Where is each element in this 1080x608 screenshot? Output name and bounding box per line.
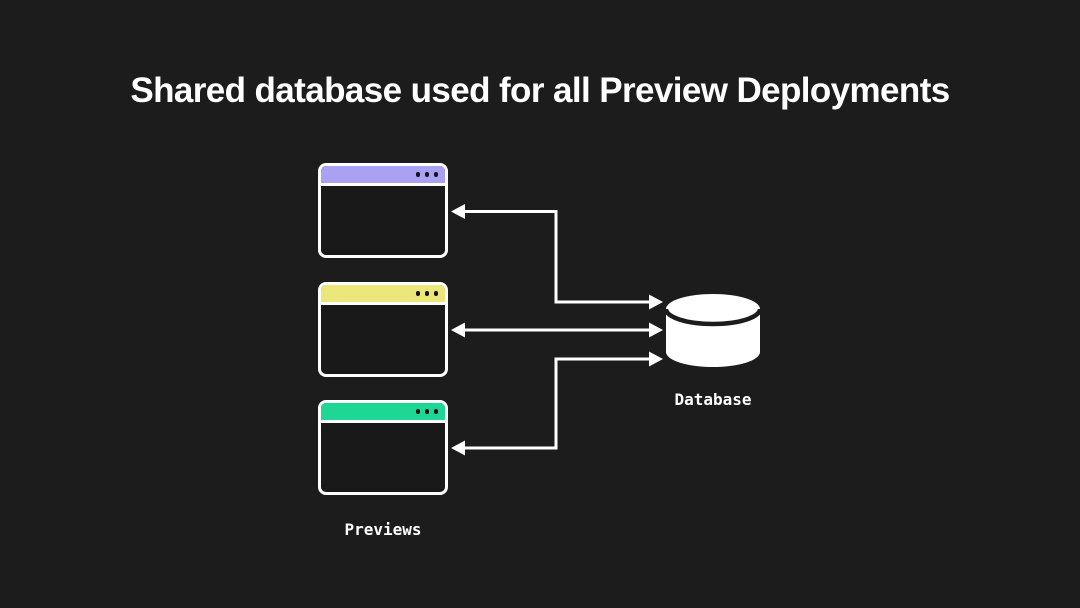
arrow-window1-database [451, 204, 663, 310]
titlebar-dot-icon [433, 172, 438, 177]
titlebar-dot-icon [433, 291, 438, 296]
titlebar-dot-icon [424, 409, 429, 414]
window-body [321, 423, 445, 492]
previews-label: Previews [344, 520, 422, 539]
preview-window-2 [318, 282, 448, 377]
database-label: Database [674, 390, 752, 409]
titlebar-dot-icon [415, 291, 420, 296]
preview-window-1 [318, 163, 448, 258]
arrow-window3-database [451, 351, 663, 456]
preview-window-3 [318, 400, 448, 495]
window-body [321, 305, 445, 374]
arrow-window2-database [451, 322, 663, 338]
titlebar-dot-icon [424, 291, 429, 296]
titlebar-dot-icon [415, 409, 420, 414]
window-titlebar [321, 285, 445, 305]
database-icon [663, 294, 763, 367]
titlebar-dot-icon [415, 172, 420, 177]
window-titlebar [321, 166, 445, 186]
window-titlebar [321, 403, 445, 423]
titlebar-dot-icon [433, 409, 438, 414]
page-title: Shared database used for all Preview Dep… [130, 71, 950, 110]
titlebar-dot-icon [424, 172, 429, 177]
window-body [321, 186, 445, 255]
